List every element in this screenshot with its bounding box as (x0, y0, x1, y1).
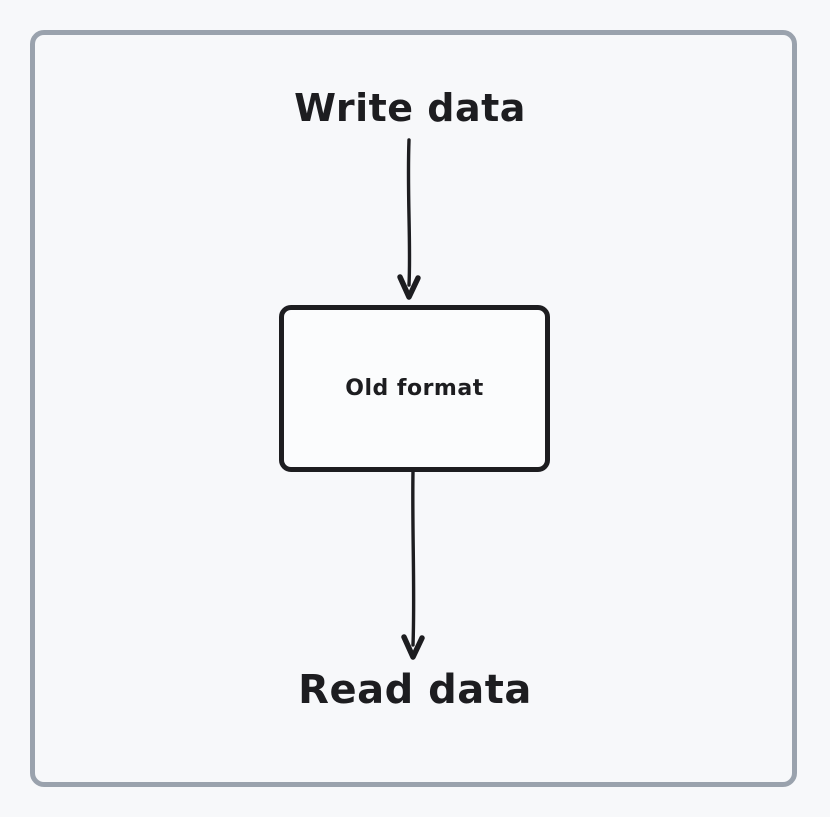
diagram-frame (30, 30, 797, 787)
read-data-label: Read data (298, 667, 532, 713)
arrow-down-icon (401, 470, 425, 660)
old-format-node: Old format (279, 305, 550, 472)
arrow-down-icon (397, 138, 421, 300)
old-format-node-label: Old format (345, 376, 484, 401)
write-data-label: Write data (294, 86, 526, 130)
